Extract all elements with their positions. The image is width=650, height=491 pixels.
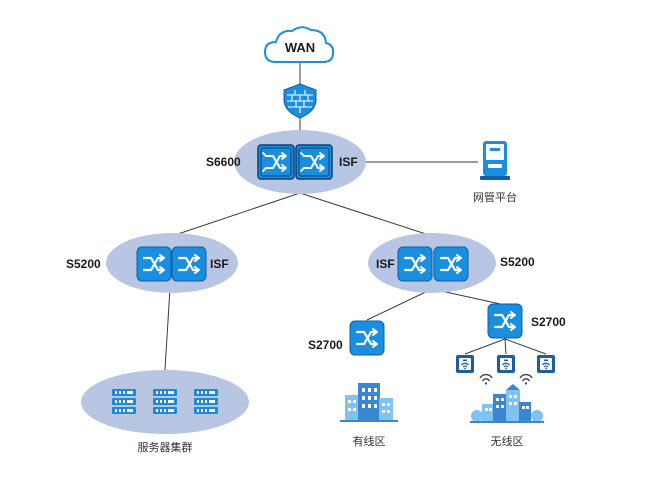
server-cluster-label: 服务器集群 <box>138 440 193 454</box>
acc-wireless-group: S2700 <box>486 302 566 340</box>
agg-left-switch-icon-2 <box>170 245 208 283</box>
acc-wireless-name: S2700 <box>531 315 566 329</box>
acc-wired-name: S2700 <box>308 338 343 352</box>
server-rack-icon-1 <box>112 389 136 414</box>
agg-left-switch-icon-1 <box>135 245 173 283</box>
agg-right-switch-icon-1 <box>396 245 434 283</box>
agg-left-name: S5200 <box>66 257 101 271</box>
core-stack-label: ISF <box>339 155 358 169</box>
core-switch-name: S6600 <box>206 155 241 169</box>
agg-left-stack-label: ISF <box>210 257 229 271</box>
link-wireless-ap-mid <box>504 338 507 355</box>
link-core-agg-left <box>171 192 301 237</box>
kiosk-icon <box>480 141 510 180</box>
agg-left-group: ISF S5200 <box>66 233 238 293</box>
agg-right-group: ISF S5200 <box>368 233 535 293</box>
core-switch-group: ISF S6600 <box>206 130 366 194</box>
server-cluster-group: 服务器集群 <box>81 370 249 454</box>
access-points <box>455 354 556 386</box>
wireless-zone-group: 无线区 <box>470 384 544 448</box>
ap-icon-right <box>536 354 556 374</box>
agg-right-name: S5200 <box>500 255 535 269</box>
link-agg-right-wired <box>366 288 433 321</box>
agg-right-switch-icon-2 <box>432 245 470 283</box>
office-building-icon <box>340 383 398 422</box>
connections <box>164 62 547 371</box>
core-switch-icon-2 <box>295 144 333 180</box>
link-agg-left-servers <box>164 287 171 371</box>
wan-cloud: WAN <box>263 26 335 63</box>
server-rack-icon-3 <box>194 389 218 414</box>
acc-wired-switch-icon <box>348 319 386 357</box>
agg-right-stack-label: ISF <box>376 257 395 271</box>
core-switch-icon-1 <box>257 144 295 180</box>
wired-zone-group: 有线区 <box>340 383 398 448</box>
nms-platform: 网管平台 <box>473 141 517 204</box>
wireless-zone-label: 无线区 <box>491 434 524 448</box>
wifi-signal-icon-left <box>479 373 493 386</box>
link-wireless-ap-left <box>464 338 506 355</box>
wifi-signal-icon-right <box>519 373 533 386</box>
ap-icon-left <box>455 354 475 374</box>
server-rack-icon-2 <box>153 389 177 414</box>
acc-wireless-switch-icon <box>486 302 524 340</box>
brick-wall-icon <box>287 90 313 113</box>
nms-label: 网管平台 <box>473 190 517 204</box>
link-core-agg-right <box>299 192 433 237</box>
link-wireless-ap-right <box>504 338 547 355</box>
ap-icon-mid <box>496 354 516 374</box>
acc-wired-group: S2700 <box>308 319 386 357</box>
wan-label: WAN <box>285 40 315 55</box>
wired-zone-label: 有线区 <box>353 434 386 448</box>
city-buildings-icon <box>470 384 544 423</box>
firewall <box>283 83 317 119</box>
cloud-icon <box>263 26 335 63</box>
